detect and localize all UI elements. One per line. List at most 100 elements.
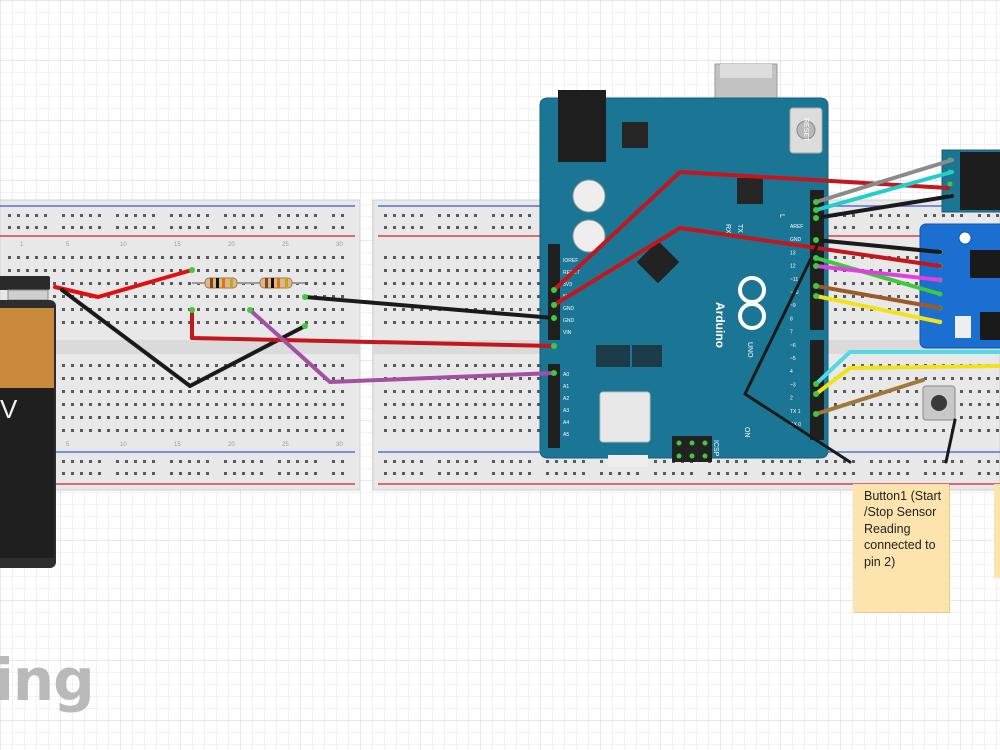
terminal-hole: [206, 321, 209, 324]
battery-label: V: [0, 394, 18, 424]
resistor-1[interactable]: [192, 277, 250, 289]
terminal-hole: [134, 256, 137, 259]
terminal-hole: [411, 321, 414, 324]
rail-hole: [465, 226, 468, 229]
resistor-2[interactable]: [250, 277, 305, 289]
terminal-hole: [411, 282, 414, 285]
terminal-hole: [80, 269, 83, 272]
terminal-hole: [969, 429, 972, 432]
terminal-hole: [296, 416, 299, 419]
terminal-hole: [465, 416, 468, 419]
rail-hole: [296, 214, 299, 217]
model-label: UNO: [746, 342, 753, 358]
rail-hole: [492, 226, 495, 229]
rail-hole: [8, 226, 11, 229]
rtc-module[interactable]: [919, 223, 1000, 349]
terminal-hole: [287, 429, 290, 432]
terminal-hole: [915, 295, 918, 298]
rail-hole: [852, 226, 855, 229]
terminal-hole: [960, 429, 963, 432]
note-button1[interactable]: Button1 (Start /Stop Sensor Reading conn…: [853, 484, 949, 612]
terminal-hole: [483, 295, 486, 298]
terminal-hole: [296, 429, 299, 432]
terminal-hole: [215, 429, 218, 432]
terminal-hole: [420, 429, 423, 432]
terminal-hole: [80, 390, 83, 393]
rail-hole: [98, 226, 101, 229]
wire-magenta: [814, 264, 942, 282]
terminal-hole: [510, 429, 513, 432]
terminal-hole: [447, 282, 450, 285]
terminal-hole: [402, 321, 405, 324]
rail-hole: [420, 472, 423, 475]
terminal-hole: [323, 295, 326, 298]
rail-hole: [98, 472, 101, 475]
rail-hole: [71, 214, 74, 217]
pin-label: GND: [790, 237, 802, 243]
arduino-uno-board[interactable]: Arduino RESET ICSP TX RX L ON UNO IOREFR…: [539, 63, 829, 467]
terminal-hole: [861, 321, 864, 324]
terminal-hole: [483, 282, 486, 285]
terminal-hole: [474, 295, 477, 298]
rail-hole: [492, 472, 495, 475]
rail-hole: [744, 472, 747, 475]
terminal-hole: [960, 416, 963, 419]
terminal-hole: [278, 416, 281, 419]
terminal-hole: [438, 416, 441, 419]
rail-hole: [287, 214, 290, 217]
terminal-hole: [341, 282, 344, 285]
terminal-hole: [519, 364, 522, 367]
rail-hole: [996, 214, 999, 217]
terminal-hole: [224, 321, 227, 324]
terminal-hole: [188, 416, 191, 419]
terminal-hole: [492, 403, 495, 406]
rail-hole: [564, 460, 567, 463]
terminal-hole: [323, 256, 326, 259]
terminal-hole: [888, 295, 891, 298]
terminal-hole: [170, 321, 173, 324]
terminal-hole: [260, 390, 263, 393]
terminal-hole: [332, 377, 335, 380]
rail-hole: [789, 460, 792, 463]
rail-hole: [816, 460, 819, 463]
terminal-hole: [933, 377, 936, 380]
terminal-hole: [474, 416, 477, 419]
terminal-hole: [80, 321, 83, 324]
terminal-hole: [233, 256, 236, 259]
tx-label: TX: [736, 224, 743, 233]
terminal-hole: [62, 390, 65, 393]
terminal-hole: [215, 321, 218, 324]
rail-hole: [438, 472, 441, 475]
terminal-hole: [843, 321, 846, 324]
breadboard-left[interactable]: [0, 199, 361, 491]
terminal-hole: [107, 403, 110, 406]
rail-hole: [600, 460, 603, 463]
rail-hole: [305, 226, 308, 229]
terminal-hole: [251, 295, 254, 298]
battery-9v[interactable]: V: [0, 276, 56, 568]
rail-hole: [206, 226, 209, 229]
terminal-hole: [143, 377, 146, 380]
terminal-hole: [224, 308, 227, 311]
rail-hole: [242, 460, 245, 463]
terminal-hole: [242, 390, 245, 393]
terminal-hole: [879, 364, 882, 367]
terminal-hole: [341, 269, 344, 272]
terminal-hole: [116, 295, 119, 298]
note-partial-right[interactable]: [994, 484, 1000, 578]
terminal-hole: [179, 416, 182, 419]
terminal-hole: [260, 377, 263, 380]
terminal-hole: [125, 429, 128, 432]
terminal-hole: [420, 308, 423, 311]
rail-hole: [744, 460, 747, 463]
terminal-hole: [861, 390, 864, 393]
terminal-hole: [897, 429, 900, 432]
terminal-hole: [197, 416, 200, 419]
pushbutton[interactable]: [922, 385, 956, 421]
terminal-hole: [98, 403, 101, 406]
terminal-hole: [116, 269, 119, 272]
terminal-hole: [411, 308, 414, 311]
wire-green: [814, 256, 942, 296]
terminal-hole: [501, 256, 504, 259]
terminal-hole: [170, 269, 173, 272]
